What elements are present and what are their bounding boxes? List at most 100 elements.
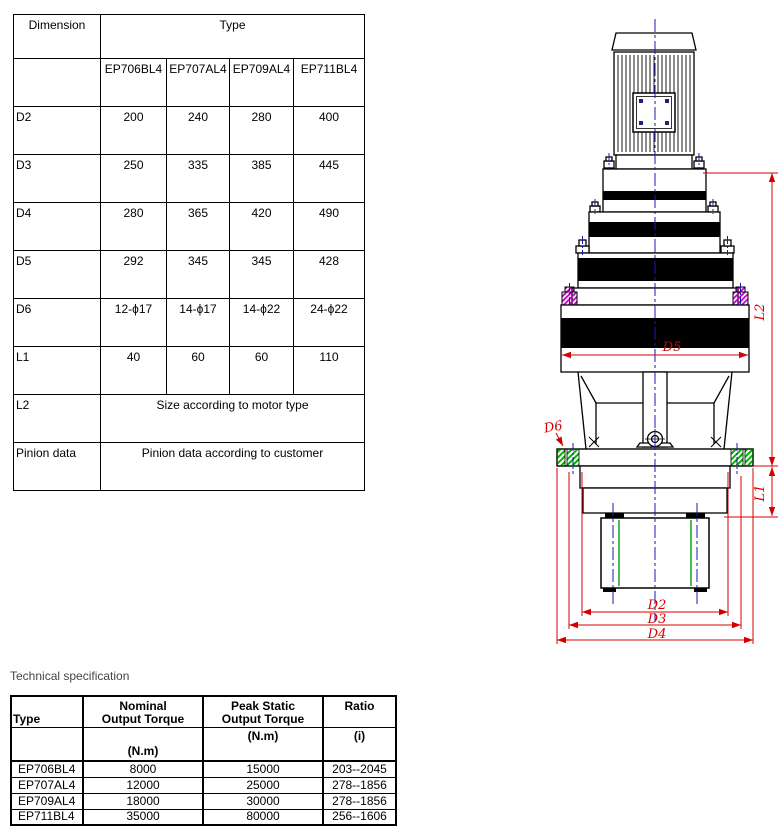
dim-value: 240 (166, 106, 230, 155)
type-name: EP707AL4 (166, 58, 230, 107)
spec-peak: 25000 (202, 776, 324, 794)
spec-section-title: Technical specification (10, 669, 130, 683)
empty-cell (13, 58, 101, 107)
spec-header-nominal-line1: Nominal (119, 699, 167, 713)
table-row: D3 250 335 385 445 (13, 154, 365, 203)
spec-peak: 80000 (202, 808, 324, 826)
center-column (635, 371, 675, 449)
dim-value: 40 (100, 346, 167, 395)
motor-fan-cover (611, 32, 697, 51)
spec-nominal: 8000 (82, 760, 204, 778)
motor-base-flange (615, 154, 693, 170)
dim-label-l2: L2 (753, 304, 768, 322)
dim-row-label: L2 (13, 394, 101, 443)
dim-row-label: D5 (13, 250, 101, 299)
dim-value: 345 (229, 250, 294, 299)
spec-ratio: 278--1856 (322, 792, 397, 810)
dim-value: 445 (293, 154, 365, 203)
table-row: EP706BL4 EP707AL4 EP709AL4 EP711BL4 (13, 58, 365, 107)
type-header: Type (100, 14, 365, 59)
dim-value: 14-ϕ22 (229, 298, 294, 347)
spec-header-peak: Peak Static Output Torque (202, 695, 324, 728)
spec-unit-ratio: (i) (322, 726, 397, 762)
dim-value: 60 (166, 346, 230, 395)
spec-header-nominal: Nominal Output Torque (82, 695, 204, 728)
dim-label-l1: L1 (753, 485, 768, 503)
table-row: D2 200 240 280 400 (13, 106, 365, 155)
empty-cell (10, 726, 84, 762)
dim-row-label: L1 (13, 346, 101, 395)
type-name: EP709AL4 (229, 58, 294, 107)
gearbox-technical-drawing: D5 D6 L2 L1 D2 D3 D4 (542, 19, 778, 644)
table-row: D5 292 345 345 428 (13, 250, 365, 299)
type-name: EP706BL4 (100, 58, 167, 107)
electric-motor (603, 32, 705, 170)
table-row: EP709AL4 18000 30000 278--1856 (10, 792, 397, 810)
dim-value: 335 (166, 154, 230, 203)
dim-value: 24-ϕ22 (293, 298, 365, 347)
dim-label-d4: D4 (647, 627, 667, 642)
dim-value: 385 (229, 154, 294, 203)
table-row: (N.m) (N.m) (i) (10, 726, 397, 762)
spec-header-peak-line1: Peak Static (230, 699, 296, 713)
dim-value: 365 (166, 202, 230, 251)
dim-d6-leader (555, 432, 564, 447)
dim-row-label: D2 (13, 106, 101, 155)
table-row: Pinion data Pinion data according to cus… (13, 442, 365, 491)
table-row: Type Nominal Output Torque Peak Static O… (10, 695, 397, 728)
dimension-header: Dimension (13, 14, 101, 59)
dim-value: 345 (166, 250, 230, 299)
dim-row-label: D3 (13, 154, 101, 203)
dim-label-d2: D2 (647, 598, 667, 613)
table-row: D4 280 365 420 490 (13, 202, 365, 251)
dim-row-label: D6 (13, 298, 101, 347)
type-name: EP711BL4 (293, 58, 365, 107)
spec-header-ratio: Ratio (322, 695, 397, 728)
spec-type: EP707AL4 (10, 776, 84, 794)
centerlines (569, 19, 741, 622)
dim-value: 280 (229, 106, 294, 155)
spec-header-nominal-line2: Output Torque (101, 712, 185, 726)
dim-value: 428 (293, 250, 365, 299)
spec-table: Type Nominal Output Torque Peak Static O… (10, 695, 397, 826)
spec-nominal: 12000 (82, 776, 204, 794)
spec-type: EP711BL4 (10, 808, 84, 826)
dim-value: 12-ϕ17 (100, 298, 167, 347)
pinion-note: Pinion data according to customer (100, 442, 365, 491)
l2-note: Size according to motor type (100, 394, 365, 443)
dim-value: 292 (100, 250, 167, 299)
dim-label-d3: D3 (647, 612, 667, 627)
table-row: D6 12-ϕ17 14-ϕ17 14-ϕ22 24-ϕ22 (13, 298, 365, 347)
dimension-table: Dimension Type EP706BL4 EP707AL4 EP709AL… (13, 14, 365, 491)
spec-ratio: 278--1856 (322, 776, 397, 794)
spec-nominal: 18000 (82, 792, 204, 810)
spec-unit-nominal: (N.m) (82, 726, 204, 762)
spec-type: EP706BL4 (10, 760, 84, 778)
dim-value: 250 (100, 154, 167, 203)
dim-value: 60 (229, 346, 294, 395)
dimension-lines (555, 172, 778, 644)
spec-nominal: 35000 (82, 808, 204, 826)
dim-label-d5: D5 (662, 340, 682, 355)
terminal-box (632, 92, 676, 133)
spec-unit-peak: (N.m) (202, 726, 324, 762)
dim-value: 200 (100, 106, 167, 155)
spec-ratio: 203--2045 (322, 760, 397, 778)
table-row: EP707AL4 12000 25000 278--1856 (10, 776, 397, 794)
spec-peak: 30000 (202, 792, 324, 810)
table-row: EP706BL4 8000 15000 203--2045 (10, 760, 397, 778)
dim-value: 280 (100, 202, 167, 251)
dim-value: 400 (293, 106, 365, 155)
table-row: L2 Size according to motor type (13, 394, 365, 443)
dim-value: 420 (229, 202, 294, 251)
bell-housing (577, 371, 733, 450)
spec-peak: 15000 (202, 760, 324, 778)
dim-value: 14-ϕ17 (166, 298, 230, 347)
spec-type: EP709AL4 (10, 792, 84, 810)
table-row: EP711BL4 35000 80000 256--1606 (10, 808, 397, 826)
table-row: L1 40 60 60 110 (13, 346, 365, 395)
spec-header-type: Type (10, 695, 84, 728)
dim-value: 110 (293, 346, 365, 395)
spec-header-peak-line2: Output Torque (221, 712, 305, 726)
